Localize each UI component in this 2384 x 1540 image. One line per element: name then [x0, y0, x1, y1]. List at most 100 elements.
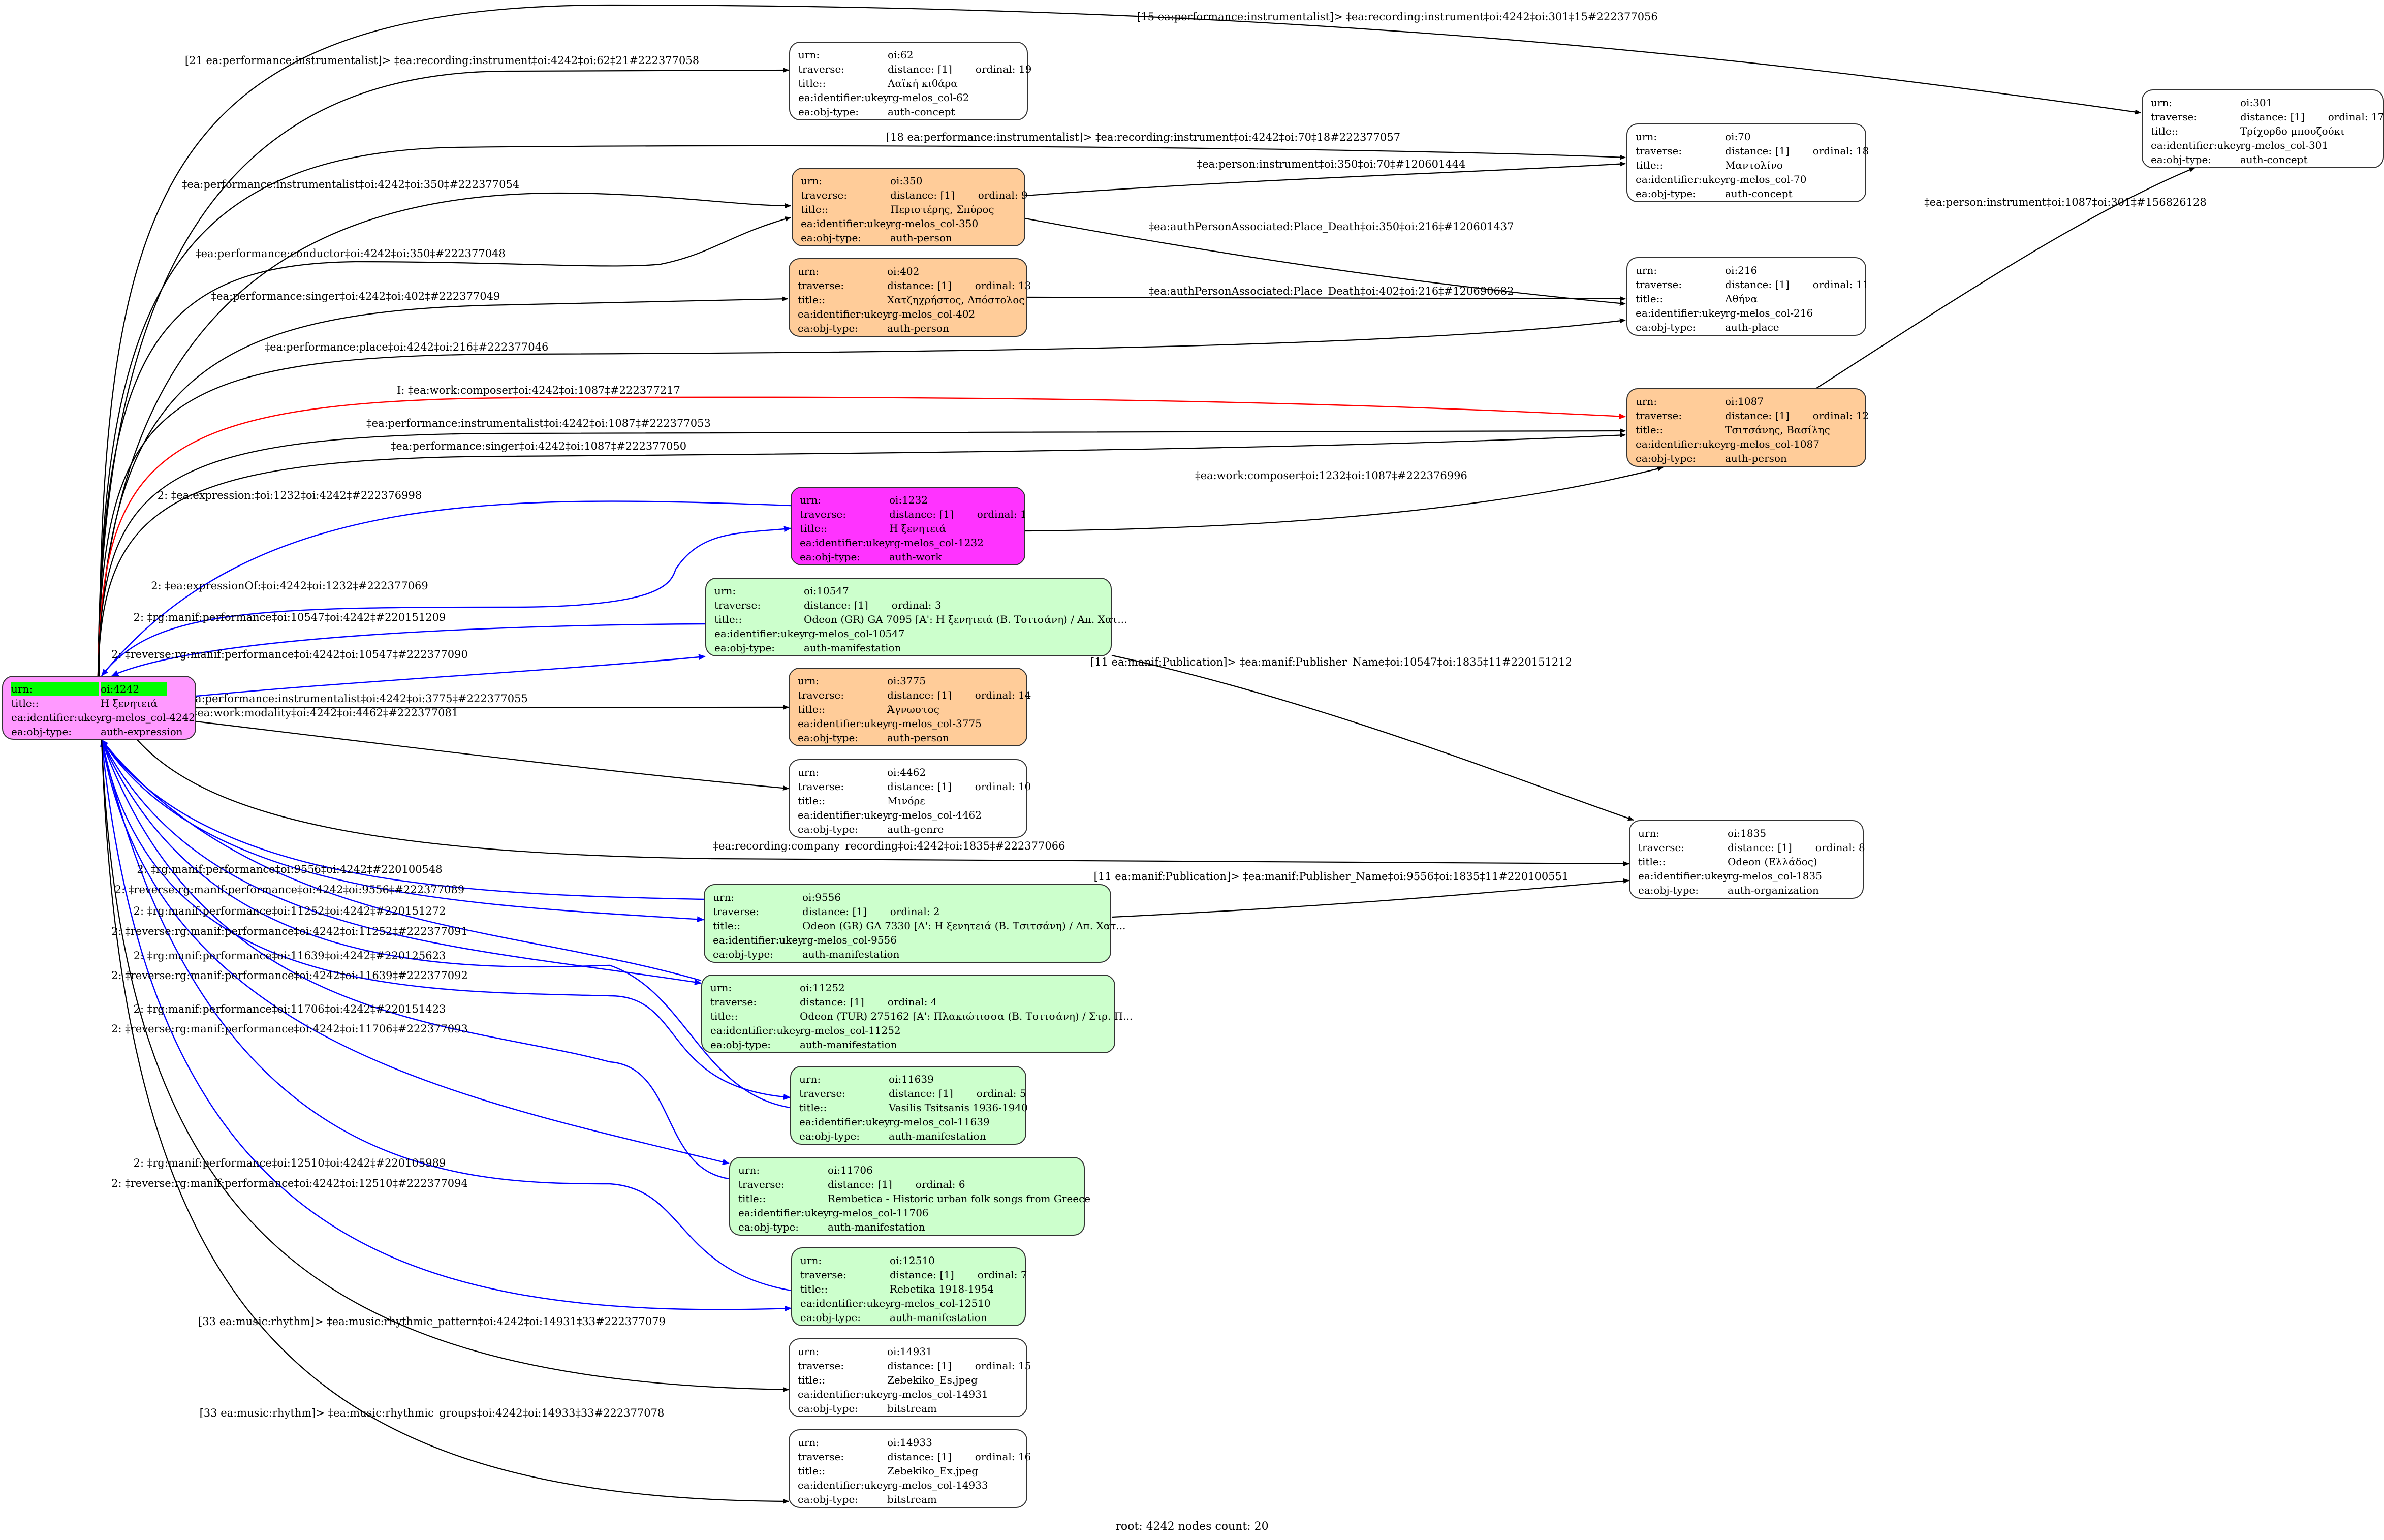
- field-label-ukey: ea:identifier:ukey: [713, 934, 804, 946]
- node-ukey: rg-melos_col-12510: [890, 1297, 991, 1309]
- field-label-ukey: ea:identifier:ukey: [798, 809, 889, 821]
- field-label-title: title::: [798, 1465, 826, 1477]
- node-field-row: traverse:distance: [1]ordinal: 2: [713, 904, 1102, 919]
- node-field-row: traverse:distance: [1]ordinal: 18: [1636, 144, 1869, 158]
- node-distance: distance: [1]: [802, 905, 867, 918]
- edge-path: [1027, 296, 1626, 301]
- edge-path: [97, 296, 788, 676]
- node-objtype: auth-place: [1725, 321, 1779, 333]
- field-label-urn: urn:: [710, 982, 732, 994]
- field-label-ukey: ea:identifier:ukey: [11, 711, 102, 724]
- node-field-row: title::Vasilis Tsitsanis 1936-1940: [799, 1101, 1028, 1115]
- node-urn: oi:14931: [887, 1345, 932, 1358]
- node-objtype: auth-concept: [888, 106, 955, 118]
- field-label-ukey: ea:identifier:ukey: [799, 1116, 890, 1128]
- root-urn: oi:4242: [101, 682, 167, 696]
- node-field-row: ea:obj-type:auth-manifestation: [738, 1220, 1076, 1234]
- field-label-traverse: traverse:: [714, 599, 761, 611]
- node-distance: distance: [1]: [887, 689, 952, 701]
- node-ukey: rg-melos_col-1232: [889, 537, 984, 549]
- node-distance: distance: [1]: [887, 1451, 952, 1463]
- node-field-row: ea:obj-type:auth-manifestation: [713, 947, 1102, 961]
- edge-label: ‡ea:work:composer‡oi:1232‡oi:1087‡#22237…: [1195, 469, 1467, 482]
- node-distance: distance: [1]: [804, 599, 868, 611]
- node-ordinal: ordinal: 2: [890, 905, 940, 918]
- node-urn: oi:11252: [800, 982, 845, 994]
- node-field-row: urn:oi:11639: [799, 1072, 1017, 1086]
- node-distance: distance: [1]: [889, 1087, 953, 1099]
- node-ordinal: ordinal: 18: [1812, 145, 1869, 157]
- node-ukey: rg-melos_col-11706: [828, 1207, 929, 1219]
- root-row-title: title::Η ξενητειά: [11, 696, 187, 710]
- field-label-urn: urn:: [798, 49, 820, 61]
- edge-label: [15 ea:performance:instrumentalist]> ‡ea…: [1137, 11, 1658, 23]
- node-title: Άγνωστος: [887, 703, 939, 715]
- field-label-objtype: ea:obj-type:: [1638, 884, 1699, 896]
- node-objtype: auth-manifestation: [802, 948, 900, 960]
- root-node[interactable]: urn:oi:4242 title::Η ξενητειά ea:identif…: [2, 676, 196, 740]
- node-ukey: rg-melos_col-402: [887, 308, 976, 320]
- field-label-traverse: traverse:: [1636, 278, 1682, 291]
- node-field-row: title::Τρίχορδο μπουζούκι: [2151, 124, 2375, 138]
- node-urn: oi:12510: [890, 1254, 935, 1267]
- node-ordinal: ordinal: 16: [975, 1451, 1031, 1463]
- node-objtype: bitstream: [887, 1402, 937, 1415]
- node-field-row: urn:oi:402: [798, 264, 1018, 278]
- field-label-title: title::: [1636, 293, 1664, 305]
- field-label-title: title::: [798, 703, 826, 715]
- footer-status: root: 4242 nodes count: 20: [1115, 1520, 1269, 1533]
- field-label-ukey: ea:identifier:ukey: [710, 1024, 801, 1036]
- node-ordinal: ordinal: 6: [915, 1178, 965, 1190]
- field-label-urn: urn:: [738, 1164, 760, 1176]
- edge-path: [101, 739, 702, 982]
- node-title: Αθήνα: [1725, 293, 1758, 305]
- edge-path: [98, 4, 2141, 676]
- node-ordinal: ordinal: 7: [977, 1269, 1027, 1281]
- edge-label: 2: ‡reverse:rg:manif:performance‡oi:4242…: [115, 884, 464, 896]
- field-label-urn: urn:: [798, 766, 820, 778]
- edge-label: [11 ea:manif:Publication]> ‡ea:manif:Pub…: [1094, 870, 1569, 883]
- field-label-title: title::: [738, 1192, 766, 1205]
- node-title: Zebekiko_Es.jpeg: [887, 1374, 978, 1386]
- edge-path: [101, 739, 791, 1109]
- node-distance: distance: [1]: [887, 780, 952, 793]
- node-ukey: rg-melos_col-216: [1725, 307, 1813, 319]
- field-label-objtype: ea:obj-type:: [1636, 187, 1697, 200]
- field-label-urn: urn:: [798, 1436, 820, 1449]
- field-label-title: title::: [798, 294, 826, 306]
- node-ukey: rg-melos_col-14933: [887, 1479, 988, 1491]
- node-field-row: ea:obj-type:auth-manifestation: [710, 1038, 1106, 1052]
- node-field-row: ea:obj-type:auth-manifestation: [799, 1129, 1017, 1143]
- field-label-objtype: ea:obj-type:: [11, 726, 72, 738]
- field-label-ukey: ea:identifier:ukey: [798, 308, 889, 320]
- field-label-traverse: traverse:: [798, 780, 844, 793]
- node-field-row: urn:oi:1087: [1636, 394, 1857, 408]
- node-field-row: traverse:distance: [1]ordinal: 10: [798, 779, 1031, 794]
- field-label-urn: urn:: [713, 891, 735, 903]
- field-label-urn: urn:: [799, 1073, 821, 1085]
